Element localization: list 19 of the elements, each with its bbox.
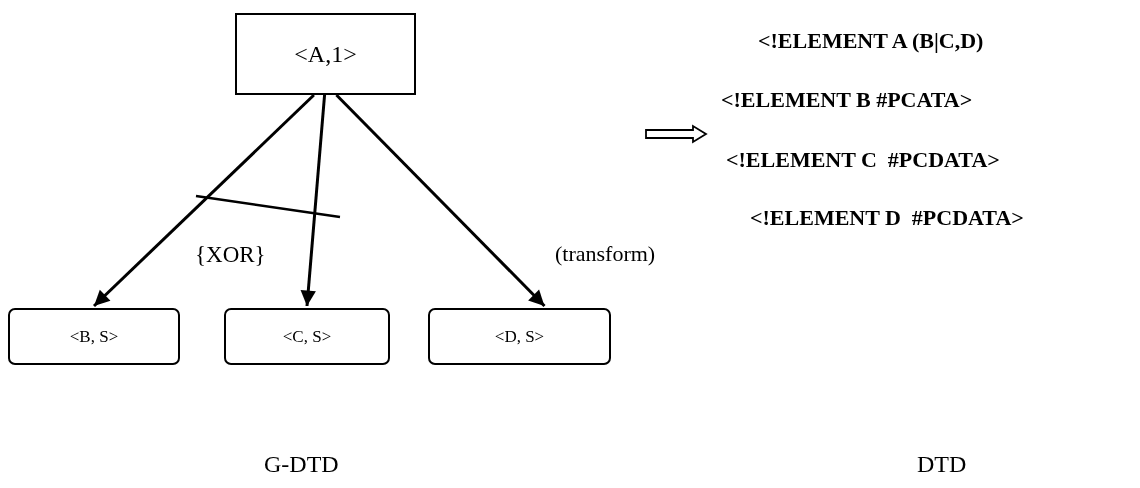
node-label: <C, S> [282,326,332,347]
node-label: <A,1> [294,40,357,68]
dtd-declaration: <!ELEMENT A (B|C,D) [758,30,984,52]
element-box [235,13,416,95]
panel-caption: DTD [917,452,967,476]
dtd-declaration: <!ELEMENT D #PCDATA> [750,207,1024,229]
annotation: {XOR} [195,243,266,266]
dtd-declaration: <!ELEMENT B #PCATA> [721,89,973,111]
child-element-box [224,308,390,365]
arrow [92,93,315,308]
dtd-declaration: <!ELEMENT C #PCDATA> [726,149,1000,171]
arrow [300,94,327,307]
child-element-box [428,308,611,365]
node-label: <D, S> [494,326,545,347]
arrow [335,93,546,308]
annotation: (transform) [555,243,656,265]
node-label: <B, S> [69,326,119,347]
panel-caption: G-DTD [264,452,339,476]
child-element-box [8,308,180,365]
